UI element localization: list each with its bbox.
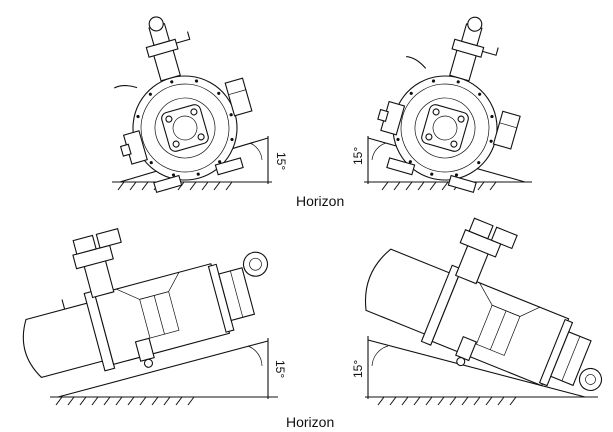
incline-line [57,340,269,398]
angle-label: 15° [274,152,288,170]
horizon-caption-top: Horizon [296,193,344,209]
horizon-caption-bottom: Horizon [286,414,334,430]
ground-hatch [365,396,598,406]
top-right-compressor-end-view: 15° [351,16,532,193]
angle-label: 15° [273,360,287,378]
bottom-right-compressor-side-view: 15° [351,217,603,406]
bottom-left-compressor-side-view: 15° [22,228,287,406]
angle-label: 15° [351,147,365,165]
incline-line [367,339,586,398]
top-left-compressor-end-view: 15° [112,16,288,193]
angle-label: 15° [351,360,365,378]
ground-hatch [112,181,272,191]
ground-hatch [50,396,278,406]
ground-hatch [364,181,532,191]
